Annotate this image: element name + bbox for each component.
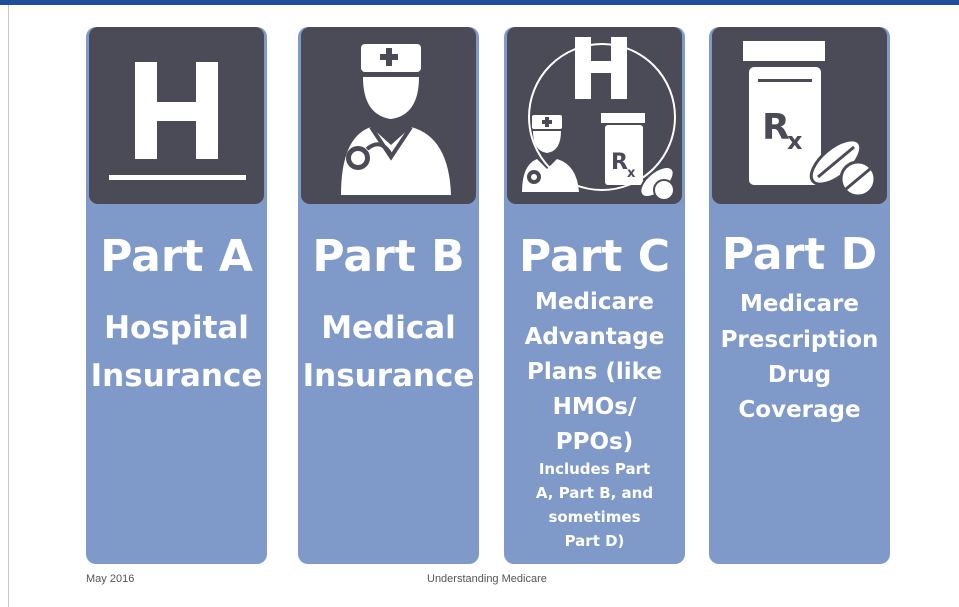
part-c-line-3: Plans (like <box>527 359 662 385</box>
part-d-line-4: Coverage <box>738 397 861 423</box>
svg-text:x: x <box>787 127 803 155</box>
part-a-title: Part A <box>100 231 253 282</box>
part-c-line-2: Advantage <box>524 324 665 350</box>
part-a-line-2: Insurance <box>90 358 263 394</box>
part-c-note-3: sometimes <box>548 508 641 526</box>
part-c-note-2: A, Part B, and <box>535 484 654 502</box>
part-d-line-3: Drug <box>767 362 832 388</box>
part-d-title: Part D <box>721 229 878 280</box>
part-c-line-1: Medicare <box>535 289 654 315</box>
footer-date: May 2016 <box>86 573 135 585</box>
part-c-line-5: PPOs) <box>555 429 634 455</box>
svg-text:x: x <box>627 166 636 181</box>
footer-title: Understanding Medicare <box>427 573 547 585</box>
svg-text:R: R <box>762 107 790 148</box>
part-c-note-1: Includes Part <box>538 460 651 478</box>
part-a-line-1: Hospital <box>104 310 249 346</box>
top-accent-bar <box>0 0 959 5</box>
prescription-icon: R x <box>712 27 887 204</box>
card-part-d: R x Part D Medicare Prescription Drug Co… <box>709 27 890 564</box>
svg-text:R: R <box>611 150 628 175</box>
part-b-line-2: Insurance <box>302 358 475 394</box>
card-part-b: Part B Medical Insurance <box>298 27 479 564</box>
card-part-a: Part A Hospital Insurance <box>86 27 267 564</box>
part-c-title: Part C <box>518 231 671 282</box>
part-d-line-1: Medicare <box>740 291 859 317</box>
part-c-line-4: HMOs/ <box>552 394 637 420</box>
part-b-title: Part B <box>312 231 465 282</box>
hospital-h-icon <box>89 27 264 204</box>
card-part-c: R x Part C Medicare Advantage Plans (lik… <box>504 27 685 564</box>
part-b-line-1: Medical <box>321 310 456 346</box>
slide-left-edge <box>0 5 9 607</box>
part-d-line-2: Prescription <box>720 327 879 353</box>
combined-care-icon: R x <box>507 27 682 204</box>
doctor-icon <box>301 27 476 204</box>
part-c-note-4: Part D) <box>564 532 625 550</box>
